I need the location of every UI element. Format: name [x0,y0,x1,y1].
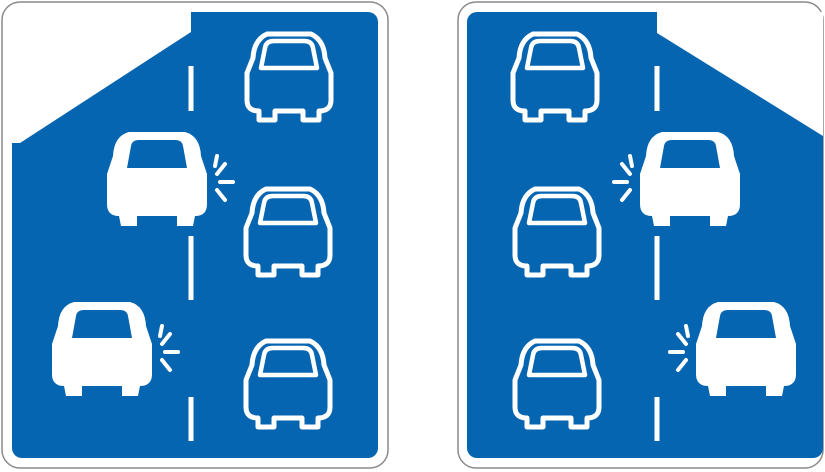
left-sign [2,2,388,468]
right-sign [458,2,823,468]
